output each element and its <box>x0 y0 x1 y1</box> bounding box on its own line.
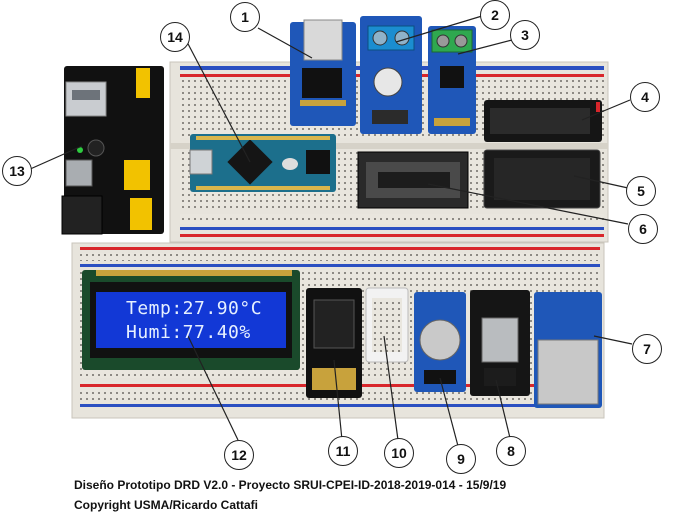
callout-2: 2 <box>480 0 510 30</box>
callout-1: 1 <box>230 2 260 32</box>
leader-3 <box>457 39 513 55</box>
leader-4 <box>581 99 631 121</box>
black-component-box <box>483 149 601 209</box>
dht22-sensor <box>365 287 409 363</box>
callout-14: 14 <box>160 22 190 52</box>
rail-red-low-top <box>80 247 600 250</box>
current-sensor-module <box>428 26 476 134</box>
callout-13: 13 <box>2 156 32 186</box>
battery-holder <box>484 100 602 142</box>
callout-3: 3 <box>510 20 540 50</box>
voltage-sensor-module <box>360 16 422 134</box>
leader-11 <box>333 359 343 441</box>
idc-header-connector <box>357 151 469 209</box>
sd-slot <box>537 339 599 405</box>
jumper-header-mid <box>124 160 150 190</box>
leader-12 <box>187 335 239 441</box>
barrel-jack <box>61 195 103 235</box>
power-switch <box>65 159 93 187</box>
leader-10 <box>383 335 399 441</box>
rj45-jack <box>303 19 343 61</box>
leader-5 <box>573 175 629 189</box>
jumper-header-top <box>136 68 150 98</box>
callout-4: 4 <box>630 82 660 112</box>
caption-title: Diseño Prototipo DRD V2.0 - Proyecto SRU… <box>74 478 507 492</box>
leader-6 <box>427 183 629 225</box>
callout-7: 7 <box>632 334 662 364</box>
callout-11: 11 <box>328 436 358 466</box>
power-supply-module <box>61 66 164 235</box>
callout-6: 6 <box>628 214 658 244</box>
sd-card-module <box>534 292 602 408</box>
rtc-module <box>414 292 466 392</box>
rail-blue-mid <box>180 227 604 230</box>
rail-blue-bottom <box>80 404 600 407</box>
nodemcu-board <box>470 290 530 396</box>
caption-copyright: Copyright USMA/Ricardo Cattafi <box>74 498 259 512</box>
arduino-nano <box>189 134 336 192</box>
callout-12: 12 <box>224 440 254 470</box>
lcd-line-1: Temp:27.90°C <box>126 298 263 319</box>
leader-14 <box>185 39 251 163</box>
callout-5: 5 <box>626 176 656 206</box>
lcd-screen <box>96 292 286 348</box>
ethernet-module <box>290 19 356 126</box>
nrf24-radio-module <box>306 288 362 398</box>
lcd-display-module <box>82 270 300 370</box>
leader-7 <box>593 335 633 345</box>
leader-1 <box>257 27 313 59</box>
leader-2 <box>395 15 483 43</box>
callout-8: 8 <box>496 436 526 466</box>
callout-10: 10 <box>384 438 414 468</box>
leader-9 <box>439 377 459 447</box>
leader-13 <box>27 145 83 171</box>
lcd-line-2: Humi:77.40% <box>126 322 251 343</box>
leader-lines <box>27 15 633 447</box>
leader-8 <box>495 379 511 439</box>
rail-blue-low-top <box>80 264 600 267</box>
callout-9: 9 <box>446 444 476 474</box>
rail-red-mid <box>180 234 604 237</box>
jumper-header-bottom <box>130 198 152 230</box>
mini-usb-connector <box>189 149 213 175</box>
